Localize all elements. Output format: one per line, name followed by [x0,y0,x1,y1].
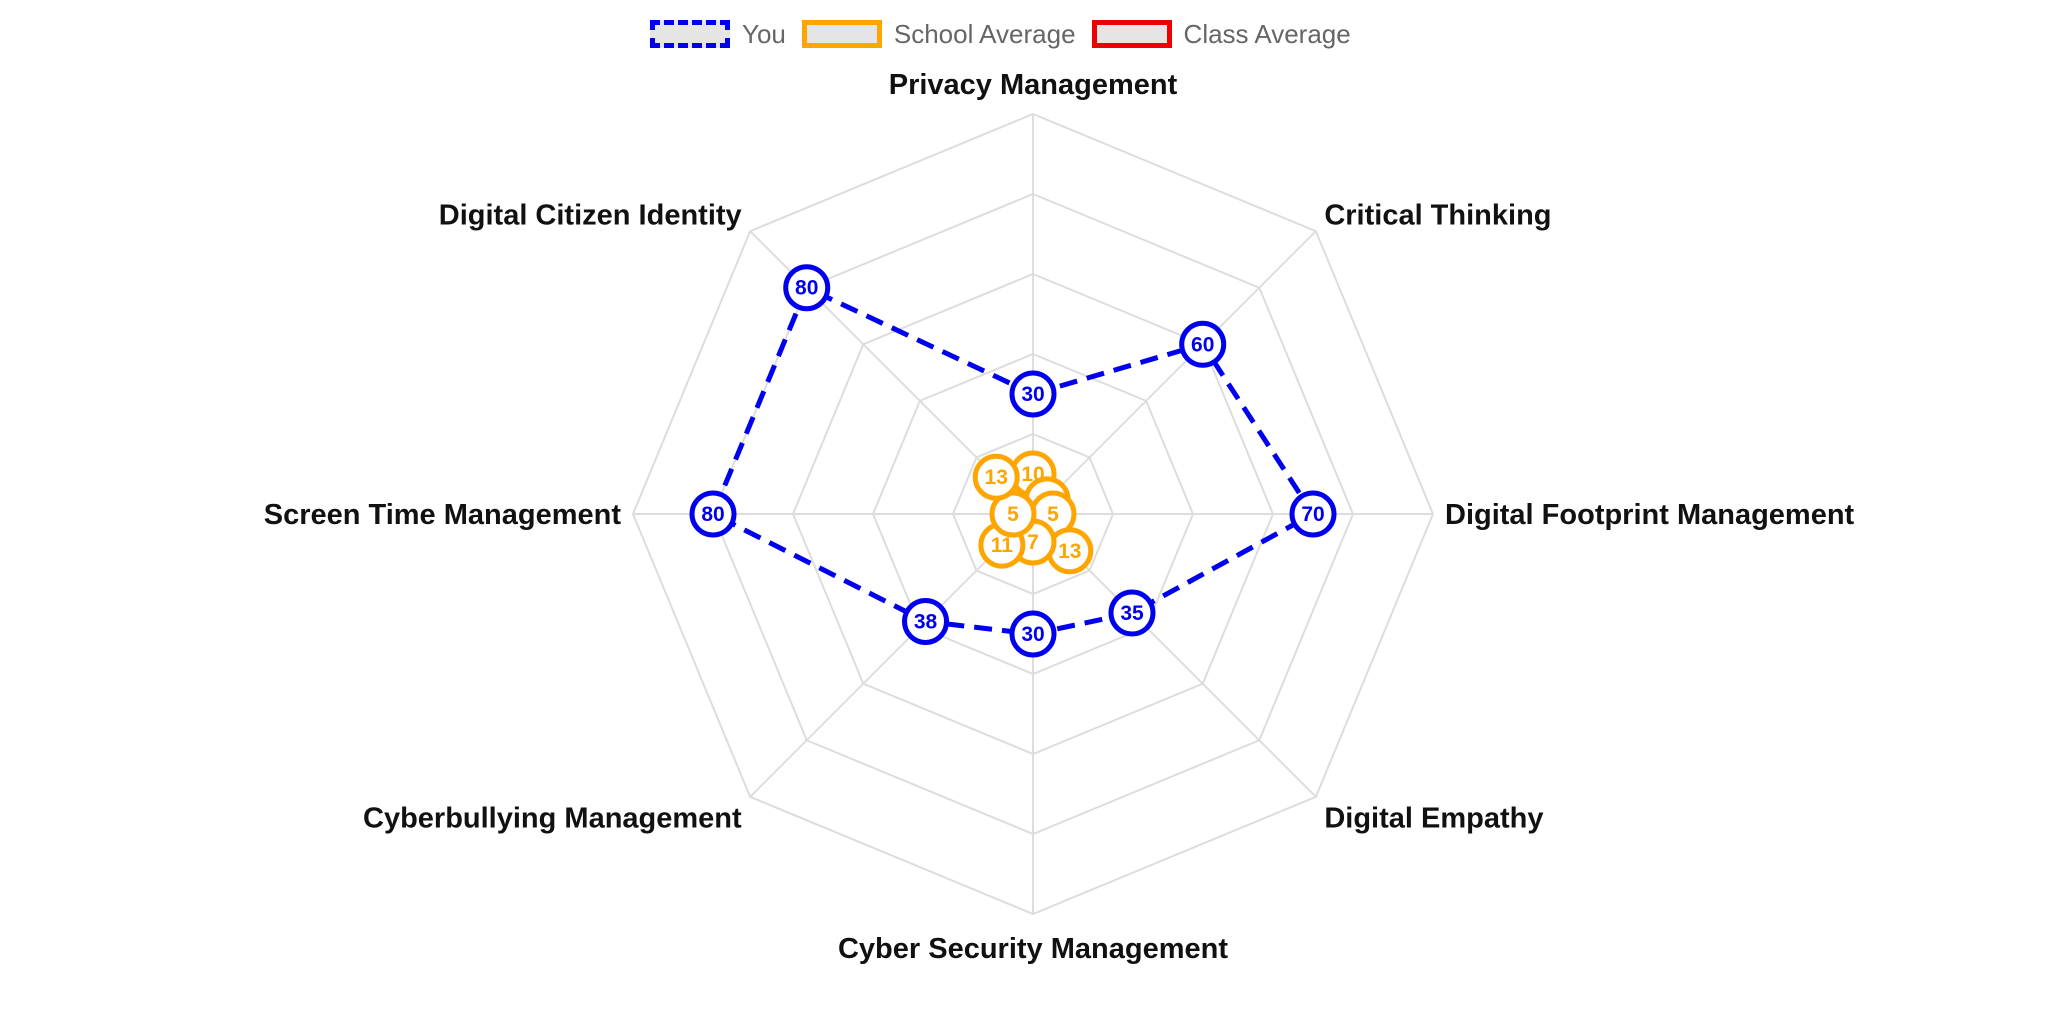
legend-item-school-average[interactable]: School Average [801,18,1076,50]
data-point [689,490,737,538]
axis-label: Digital Citizen Identity [439,200,742,232]
data-point [1289,490,1337,538]
legend-item-class-average[interactable]: Class Average [1091,18,1351,50]
axis-label: Digital Footprint Management [1445,499,1855,531]
grid-spoke [1032,230,1317,515]
data-label: 70 [1301,503,1324,526]
data-label: 80 [795,277,818,300]
legend-swatch-school-average [801,20,882,48]
series-you: 30 60 70 35 30 38 80 80 [689,264,1337,658]
data-point [783,264,831,312]
data-point [902,597,950,645]
data-label: 60 [1191,333,1214,356]
legend-label-you: You [742,18,786,49]
axis-label: Screen Time Management [264,499,622,531]
series-school-average: 105513711513 [972,450,1094,575]
axis-label: Digital Empathy [1324,802,1543,834]
legend-item-you[interactable]: You [650,19,786,50]
legend-label-class-average: Class Average [1183,18,1351,49]
data-point [1009,610,1057,658]
axis-label: Privacy Management [889,69,1178,101]
axis-label: Critical Thinking [1324,200,1551,232]
data-label: 11 [991,534,1014,557]
axis-label: Cyber Security Management [838,933,1228,965]
legend-swatch-class-average [1091,20,1172,48]
data-point [972,453,1020,501]
legend-label-school-average: School Average [893,18,1076,49]
data-label: 13 [985,466,1008,489]
data-label: 80 [701,503,724,526]
data-label: 30 [1021,383,1044,406]
data-label: 5 [1007,503,1019,526]
chart-legend: You School Average Class Average [650,14,1367,54]
data-label: 35 [1120,602,1144,625]
legend-swatch-you [650,20,730,48]
data-label: 5 [1047,503,1059,526]
data-point [1009,370,1057,418]
data-label: 13 [1058,540,1081,563]
data-point [1179,320,1227,368]
axis-label: Cyberbullying Management [363,802,742,834]
data-label: 30 [1021,623,1044,646]
data-label: 7 [1027,531,1039,554]
data-point [1108,589,1156,637]
data-label: 38 [914,610,938,633]
